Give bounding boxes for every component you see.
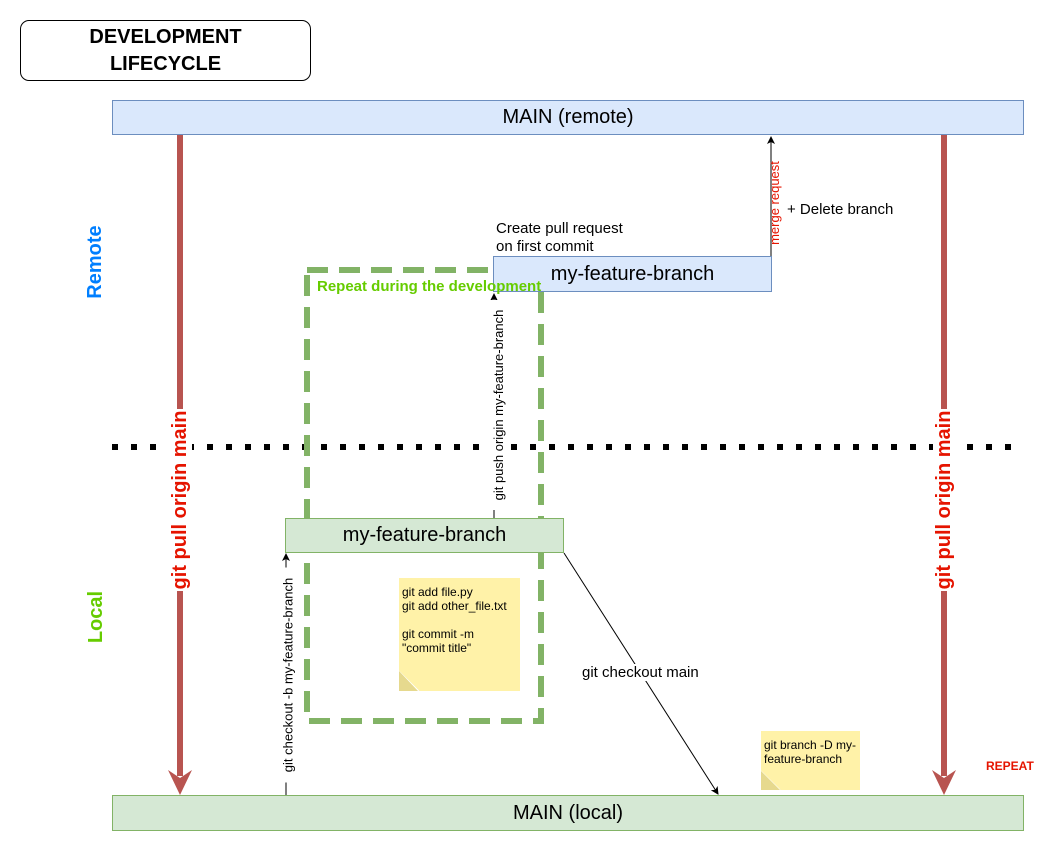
repeat-during-dev-label: Repeat during the development	[317, 278, 542, 295]
main-local-box[interactable]: MAIN (local)	[112, 795, 1024, 831]
merge-request-label: merge request	[766, 161, 782, 245]
note-commit-fold	[399, 671, 418, 691]
local-zone-label: Local	[84, 590, 107, 644]
pull-label-right-wrap: git pull origin main	[932, 400, 956, 600]
note-delete-branch: git branch -D my-feature-branch	[761, 731, 860, 790]
repeat-region	[304, 267, 544, 724]
checkout-main-label: git checkout main	[581, 664, 700, 681]
pull-label-left: git pull origin main	[168, 408, 192, 592]
checkout-b-command-label: git checkout -b my-feature-branch	[278, 567, 297, 783]
feature-branch-local-box[interactable]: my-feature-branch	[285, 518, 564, 553]
feature-branch-remote-box[interactable]: my-feature-branch	[493, 256, 772, 292]
repeat-tag: REPEAT	[986, 759, 1034, 773]
main-remote-box[interactable]: MAIN (remote)	[112, 100, 1024, 135]
pull-label-right: git pull origin main	[932, 408, 956, 592]
create-pr-line-2: on first commit	[496, 238, 594, 255]
create-pr-label: Create pull request on first commit	[496, 220, 623, 256]
title-line-1: DEVELOPMENT	[89, 25, 242, 48]
note-commit-commands: git add file.py git add other_file.txt g…	[399, 578, 520, 691]
note-delete-fold	[761, 771, 780, 790]
create-pr-line-1: Create pull request	[496, 220, 623, 237]
diagram-title: DEVELOPMENT LIFECYCLE	[20, 20, 311, 81]
title-line-2: LIFECYCLE	[109, 52, 222, 75]
push-command-label: git push origin my-feature-branch	[489, 300, 507, 510]
pull-label-left-wrap: git pull origin main	[168, 400, 192, 600]
delete-branch-label: + Delete branch	[787, 201, 894, 218]
remote-zone-label: Remote	[83, 225, 106, 299]
